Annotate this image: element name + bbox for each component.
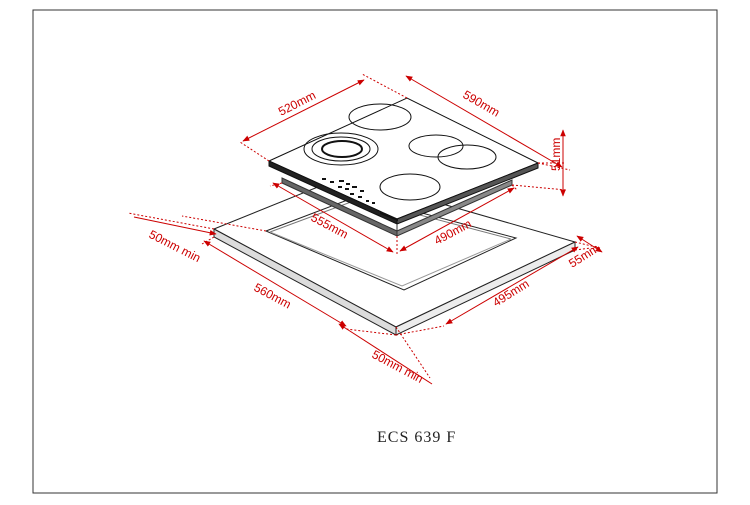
label-hob-width: 590mm (461, 87, 503, 119)
label-hob-height: 51mm (549, 138, 563, 171)
dim-line-cutout-width (272, 182, 394, 253)
dim-line-counter-thickness (576, 235, 603, 253)
dim-line-clearance-left (133, 216, 217, 236)
dim-line-cutout-depth (399, 187, 515, 252)
dim-line-hob-depth (242, 79, 365, 142)
dim-line-clearance-front (338, 323, 433, 385)
dim-line-counter-width (203, 240, 347, 327)
model-name: ECS 639 F (377, 429, 456, 446)
dim-line-counter-depth (445, 246, 579, 325)
label-clearance-left: 50mm min (147, 227, 203, 265)
dim-line-hob-width (405, 75, 563, 168)
label-counter-width: 560mm (252, 280, 294, 311)
label-clearance-front: 50mm min (370, 347, 426, 386)
page-frame (32, 9, 718, 494)
dimension-lines (127, 73, 603, 385)
